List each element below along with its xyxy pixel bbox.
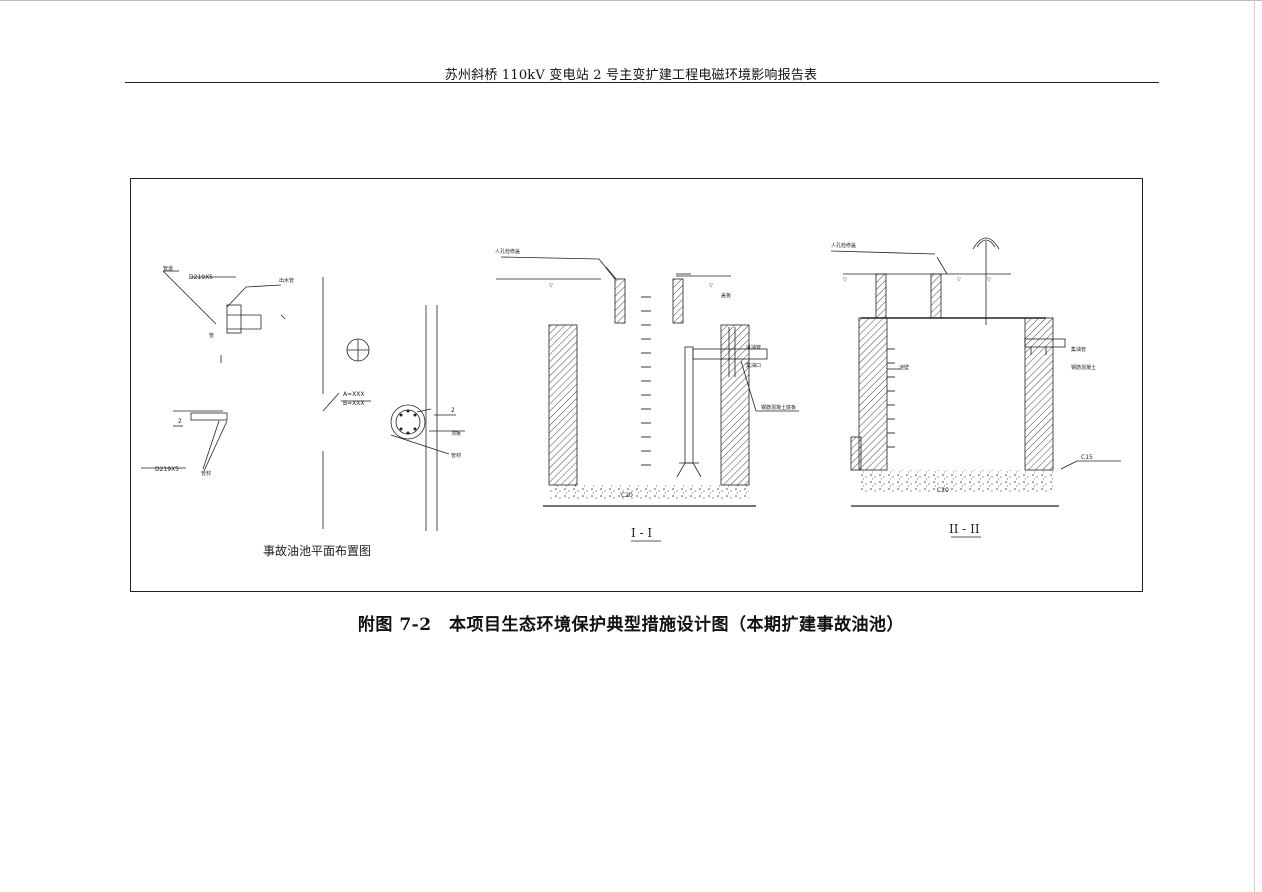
section-2-base-label: C15 [1081,454,1093,461]
section-1-labels: 人孔检修盖 ▽ ▽ 盖板 进油管 集油口 钢筋混凝土底板 C20 I - I [495,248,796,540]
svg-text:▽: ▽ [843,277,847,283]
svg-text:▽: ▽ [987,277,991,283]
svg-text:管道: 管道 [163,265,173,272]
plan-pipe-dots [399,409,417,435]
pipe-label-top: D219X5 [189,274,213,281]
svg-text:▽: ▽ [957,277,961,283]
plan-detail-group [141,270,465,531]
svg-text:钢筋混凝土底板: 钢筋混凝土底板 [761,404,796,411]
detail-mark: 2 [178,418,182,425]
svg-text:管材: 管材 [201,470,211,477]
svg-text:进油管: 进油管 [746,344,761,351]
section-1-label: I - I [631,526,652,540]
section-2-label: II - II [949,522,980,536]
svg-text:▽: ▽ [709,283,713,289]
svg-text:2: 2 [451,407,455,414]
dim-b-label: B=XXX [343,400,364,407]
section-1-concrete-label: C20 [621,492,633,499]
header-rule [125,82,1159,83]
svg-text:管材: 管材 [451,452,461,459]
engineering-drawing: 管道 D219X5 出水管 管 2 D219X5 管材 A=XXX B=XXX … [141,237,1121,558]
plan-detail-labels: 管道 D219X5 出水管 管 2 D219X5 管材 A=XXX B=XXX … [155,265,461,558]
figure-caption: 附图 7-2 本项目生态环境保护典型措施设计图（本期扩建事故油池） [357,615,905,635]
svg-text:出水管: 出水管 [279,277,294,284]
section-2-drawing [830,237,1121,538]
page-top-edge [0,0,1262,1]
pipe-label-bottom: D219X5 [155,466,179,473]
section-1-drawing [496,256,799,542]
svg-text:人孔检修盖: 人孔检修盖 [831,242,856,249]
svg-text:钢筋混凝土: 钢筋混凝土 [1071,364,1096,371]
page-header-title: 苏州斜桥 110kV 变电站 2 号主变扩建工程电磁环境影响报告表 [444,68,818,83]
svg-text:人孔检修盖: 人孔检修盖 [495,248,520,255]
svg-text:集油口: 集油口 [746,362,761,369]
svg-text:盖板: 盖板 [721,292,731,299]
section-2-labels: 人孔检修盖 ▽ ▽ ▽ 集油管 钢筋混凝土 池壁 C15 C20 II - II [831,242,1096,536]
dim-a-label: A=XXX [343,391,364,398]
section-2-concrete-label: C20 [937,487,949,494]
svg-text:集油管: 集油管 [1071,346,1086,353]
plan-caption: 事故油池平面布置图 [263,543,371,558]
figure-frame: 管道 D219X5 出水管 管 2 D219X5 管材 A=XXX B=XXX … [130,178,1143,592]
svg-text:池壁: 池壁 [899,364,909,371]
page-right-edge [1254,0,1255,892]
svg-text:▽: ▽ [549,283,553,289]
svg-text:顶板: 顶板 [451,430,461,437]
svg-text:管: 管 [209,332,214,339]
